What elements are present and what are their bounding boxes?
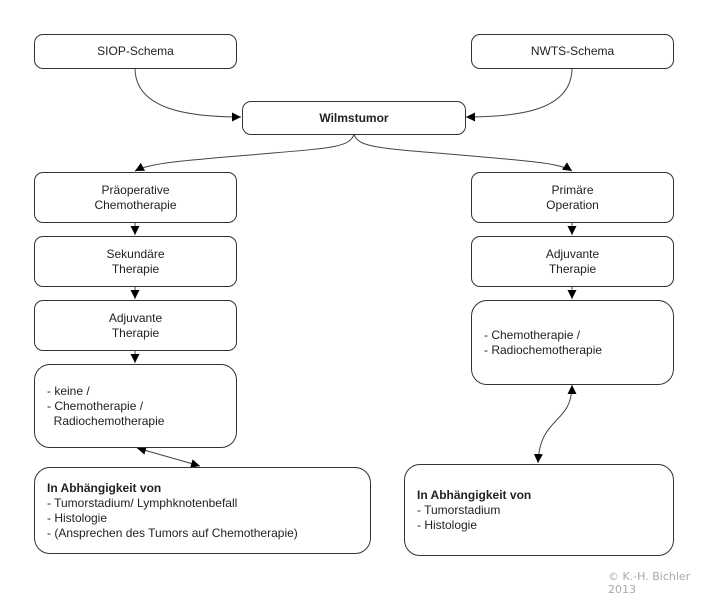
node-line: - Chemotherapie / — [47, 398, 144, 413]
adjuvante-therapie-right-node: Adjuvante Therapie — [471, 236, 674, 287]
sekundaere-therapie-node: Sekundäre Therapie — [34, 236, 237, 287]
edge-options-right-dependency — [533, 384, 577, 464]
node-line: Therapie — [111, 325, 160, 340]
node-line: - Radiochemotherapie — [484, 342, 603, 357]
node-line: Primäre — [551, 182, 594, 197]
edge-nwts-to-wilmstumor — [465, 67, 573, 122]
node-line: Chemotherapie — [94, 197, 177, 212]
node-label: SIOP-Schema — [97, 44, 174, 58]
node-label: NWTS-Schema — [530, 44, 615, 58]
dependency-item: - (Ansprechen des Tumors auf Chemotherap… — [47, 525, 298, 540]
copyright-year: 2013 — [608, 583, 636, 596]
dependency-right-node: In Abhängigkeit von - Tumorstadium - His… — [404, 464, 674, 556]
node-line: Operation — [546, 197, 599, 212]
adjuvante-therapie-left-node: Adjuvante Therapie — [34, 300, 237, 351]
edge-options-left-dependency — [136, 446, 201, 468]
dependency-item: - Tumorstadium — [417, 502, 501, 517]
node-line: Adjuvante — [108, 310, 163, 325]
therapy-options-right-node: - Chemotherapie / - Radiochemotherapie — [471, 300, 674, 385]
dependency-heading: In Abhängigkeit von — [47, 480, 162, 495]
node-line: - Chemotherapie / — [484, 327, 581, 342]
copyright-notice: © K.-H. Bichler 2013 — [608, 570, 690, 596]
node-line: Radiochemotherapie — [47, 413, 165, 428]
primaere-operation-node: Primäre Operation — [471, 172, 674, 223]
node-line: Therapie — [548, 261, 597, 276]
copyright-author: © K.-H. Bichler — [608, 570, 691, 583]
praeoperative-chemotherapie-node: Präoperative Chemotherapie — [34, 172, 237, 223]
edge-wilmstumor-to-praeoperative — [134, 133, 355, 172]
edge-siop-to-wilmstumor — [134, 67, 242, 122]
dependency-item: - Histologie — [47, 510, 108, 525]
node-line: Präoperative — [101, 182, 170, 197]
node-line: Therapie — [111, 261, 160, 276]
therapy-options-left-node: - keine / - Chemotherapie / Radiochemoth… — [34, 364, 237, 448]
dependency-left-node: In Abhängigkeit von - Tumorstadium/ Lymp… — [34, 467, 371, 554]
edge-wilmstumor-to-primaere — [353, 133, 573, 172]
dependency-item: - Tumorstadium/ Lymphknotenbefall — [47, 495, 238, 510]
wilmstumor-node: Wilmstumor — [242, 101, 466, 135]
nwts-schema-node: NWTS-Schema — [471, 34, 674, 69]
node-line: Sekundäre — [106, 246, 165, 261]
node-line: - keine / — [47, 383, 90, 398]
dependency-heading: In Abhängigkeit von — [417, 487, 532, 502]
siop-schema-node: SIOP-Schema — [34, 34, 237, 69]
dependency-item: - Histologie — [417, 517, 478, 532]
node-line: Adjuvante — [545, 246, 600, 261]
node-label: Wilmstumor — [319, 110, 389, 125]
